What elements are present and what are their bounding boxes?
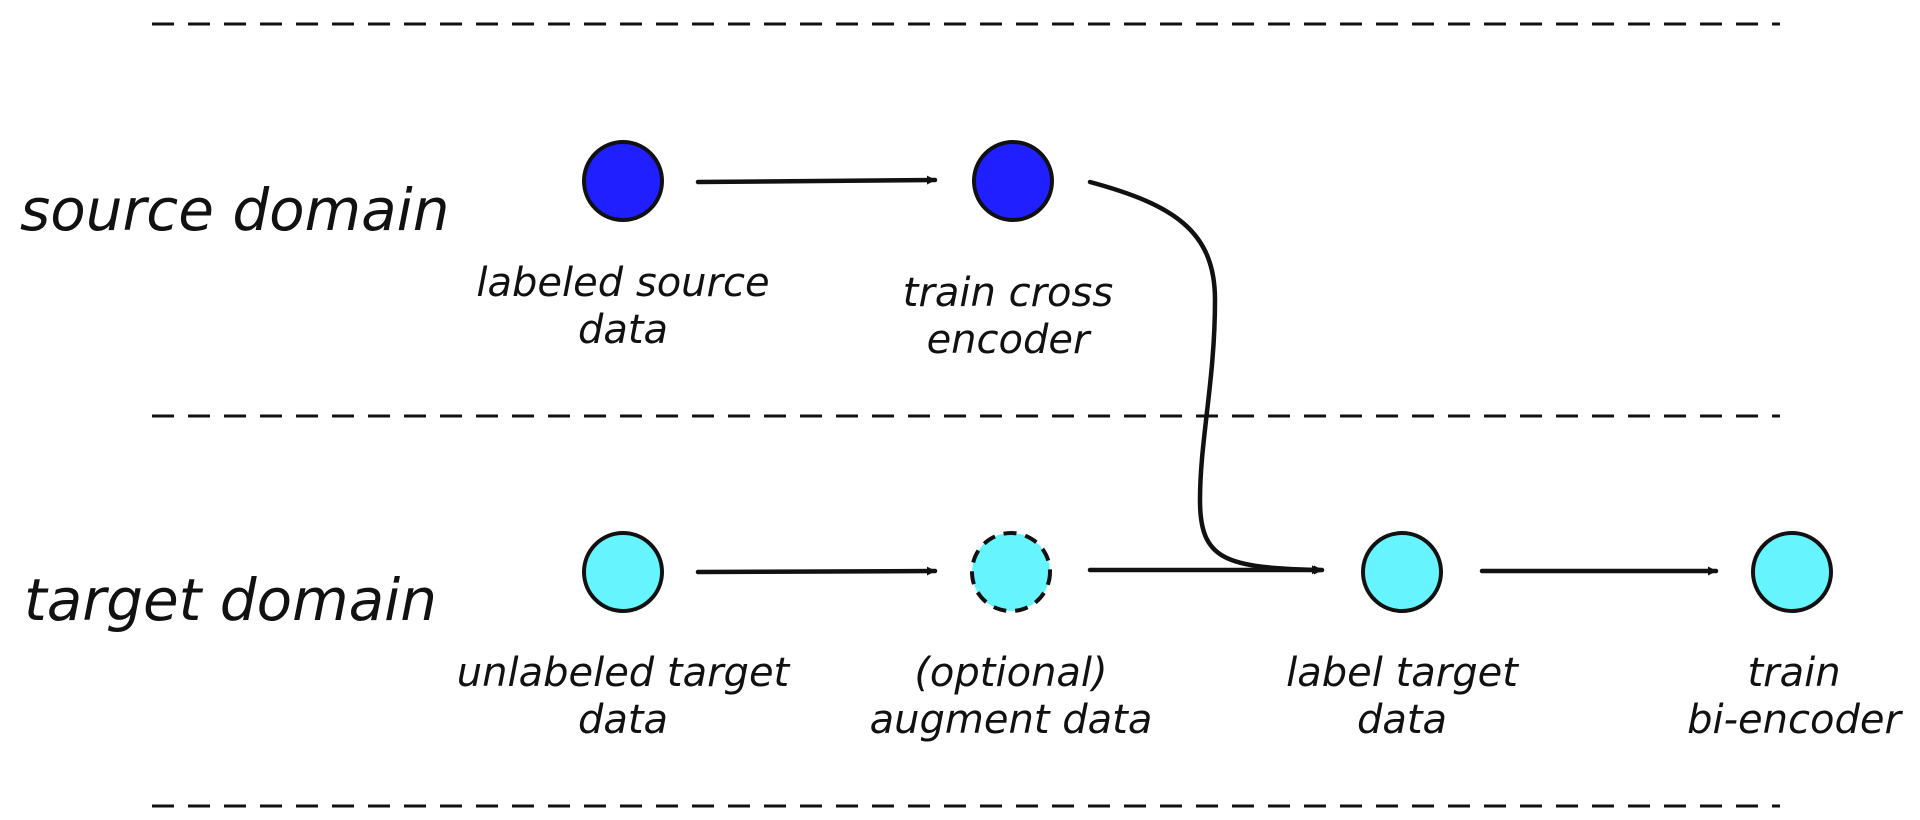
- lane-label-target: target domain: [24, 566, 437, 634]
- node-label-train-cross-line2: encoder: [927, 317, 1092, 363]
- node-label-label-target-line2: data: [1357, 697, 1447, 743]
- node-label-train-bi-line2: bi-encoder: [1687, 697, 1903, 743]
- node-unlabeled-target-data: [582, 531, 664, 613]
- node-label-labeled-source-line2: data: [578, 307, 668, 353]
- node-train-cross-encoder: [972, 140, 1054, 222]
- node-label-labeled-source-line1: labeled source: [476, 260, 769, 306]
- node-augment-data: [970, 531, 1052, 613]
- node-label-label-target-line1: label target: [1286, 650, 1519, 696]
- node-label-unlabeled-target-line2: data: [578, 697, 668, 743]
- node-label-target-data: [1361, 531, 1443, 613]
- node-label-train-bi-line1: train: [1747, 650, 1840, 696]
- edge-train-cross-to-label-target: [1087, 179, 1323, 575]
- edge-unlabeled-to-augment: [695, 566, 938, 576]
- node-label-unlabeled-target-line1: unlabeled target: [457, 650, 791, 696]
- node-train-bi-encoder: [1751, 531, 1833, 613]
- lane-label-source: source domain: [20, 176, 450, 244]
- edge-labeled-source-to-train-cross: [695, 175, 938, 185]
- node-label-augment-line1: (optional): [914, 650, 1107, 696]
- node-labeled-source-data: [582, 140, 664, 222]
- node-label-train-cross-line1: train cross: [903, 270, 1113, 316]
- node-label-augment-line2: augment data: [870, 697, 1153, 743]
